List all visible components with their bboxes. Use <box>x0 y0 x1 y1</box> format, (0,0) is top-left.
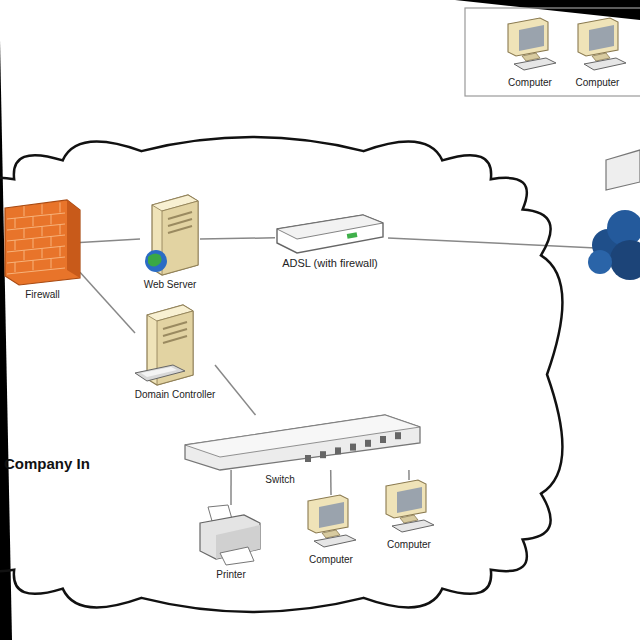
switch-graphic <box>185 415 420 470</box>
device-label: Firewall <box>0 289 98 301</box>
adsl-node: ADSL (with firewall) <box>275 215 385 253</box>
device-label: Web Server <box>115 279 225 291</box>
switch-node: Switch <box>185 415 420 470</box>
frame-wedge <box>455 0 640 20</box>
adsl-icon <box>277 215 383 253</box>
device-label: ADSL (with firewall) <box>270 257 390 270</box>
computer-icon <box>578 18 626 70</box>
dc-node: Domain Controller <box>135 305 215 385</box>
cloud-icon <box>0 137 562 612</box>
server-graphic <box>140 195 200 275</box>
computer-node: Computer <box>500 18 560 73</box>
device-label: Computer <box>568 77 628 89</box>
region-title: Company In <box>4 455 90 472</box>
computer-node: Computer <box>378 480 440 535</box>
switch-icon <box>185 415 420 470</box>
firewall-graphic <box>5 200 80 285</box>
dc-icon <box>135 305 193 385</box>
computer-icon <box>508 18 556 70</box>
computer-icon <box>308 495 356 547</box>
network-link <box>200 238 275 239</box>
adsl-graphic <box>275 215 385 253</box>
network-link <box>408 470 410 480</box>
computer-graphic <box>300 495 362 550</box>
computer-graphic <box>378 480 440 535</box>
device-label: Switch <box>225 474 335 486</box>
firewall-node: Firewall <box>5 200 80 285</box>
server-icon <box>145 195 198 275</box>
network-link <box>80 272 135 333</box>
device-label: Domain Controller <box>120 389 230 401</box>
computer-icon <box>386 480 434 532</box>
dc-graphic <box>135 305 215 385</box>
printer-graphic <box>200 505 262 565</box>
network-link <box>330 470 332 495</box>
device-label: Printer <box>176 569 286 581</box>
firewall-icon <box>5 200 80 285</box>
server-node: Web Server <box>140 195 200 275</box>
network-link <box>80 239 140 243</box>
device-label: Computer <box>475 77 585 89</box>
cloud-graphic <box>0 132 565 617</box>
network-link <box>230 470 232 505</box>
internet-cloud <box>588 210 640 280</box>
remote-site-box <box>465 8 640 96</box>
printer-node: Printer <box>200 505 262 565</box>
computer-graphic <box>500 18 560 73</box>
frame-wedge <box>0 40 12 640</box>
computer-graphic <box>570 18 625 73</box>
network-cloud: Company InFirewallWeb ServerADSL (with f… <box>0 132 565 617</box>
computer-node: Computer <box>300 495 362 550</box>
computer-node: Computer <box>570 18 625 73</box>
modem-device <box>606 150 640 190</box>
wan-line <box>388 238 596 248</box>
device-label: Computer <box>276 554 386 566</box>
network-link <box>215 365 256 415</box>
printer-icon <box>200 505 260 565</box>
device-label: Computer <box>354 539 464 551</box>
